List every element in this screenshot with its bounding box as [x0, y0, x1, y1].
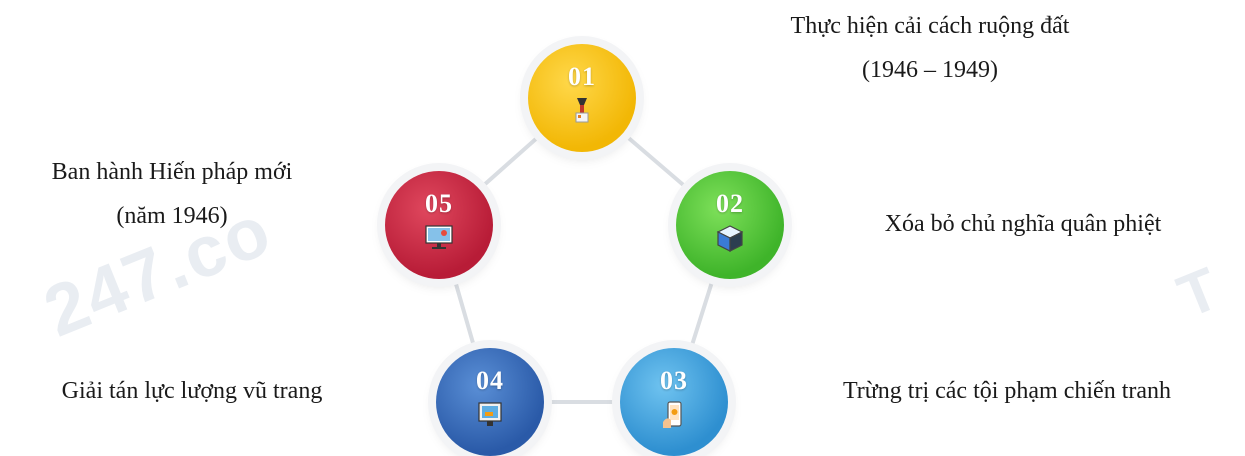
step-05-number: 05 [425, 189, 453, 218]
step-04-number: 04 [476, 366, 504, 395]
step-01-circle: 01 [528, 44, 636, 152]
step-05-circle: 05 [385, 171, 493, 279]
step-05-label-line-1: Ban hành Hiến pháp mới [51, 159, 293, 185]
step-01-label-line-1: Thực hiện cải cách ruộng đất [790, 13, 1070, 39]
step-03-label-line-1: Trừng trị các tội phạm chiến tranh [842, 378, 1172, 404]
step-03-number: 03 [660, 366, 688, 395]
cube-icon [716, 225, 744, 252]
step-04-label: Giải tán lực lượng vũ trang [4, 369, 380, 413]
step-03-circle: 03 [620, 348, 728, 456]
step-02-label-line-1: Xóa bỏ chủ nghĩa quân phiệt [884, 211, 1162, 237]
step-02-circle: 02 [676, 171, 784, 279]
step-04-circle: 04 [436, 348, 544, 456]
step-03-label: Trừng trị các tội phạm chiến tranh [772, 369, 1242, 413]
smartphone-icon [663, 401, 682, 428]
lamp-icon [575, 98, 589, 123]
step-01-number: 01 [568, 62, 596, 91]
step-05-label-line-2: (năm 1946) [116, 203, 228, 229]
tv-icon [478, 402, 502, 426]
step-02-number: 02 [716, 189, 744, 218]
step-01-label-line-2: (1946 – 1949) [862, 57, 998, 83]
step-01-label: Thực hiện cải cách ruộng đất (1946 – 194… [700, 4, 1160, 92]
step-02-label: Xóa bỏ chủ nghĩa quân phiệt [818, 202, 1228, 246]
step-05-label: Ban hành Hiến pháp mới (năm 1946) [2, 150, 342, 238]
monitor-icon [425, 225, 453, 249]
step-04-label-line-1: Giải tán lực lượng vũ trang [61, 378, 323, 404]
